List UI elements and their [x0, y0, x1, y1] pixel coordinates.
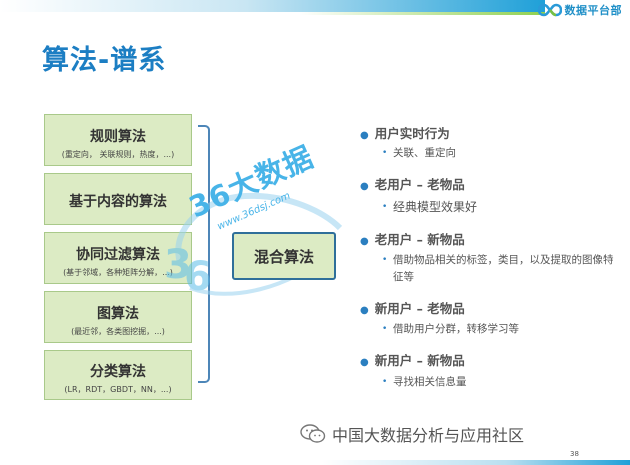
header-stripe-green: [300, 12, 545, 15]
bullet-icon: ●: [360, 357, 369, 368]
page-title: 算法-谱系: [42, 45, 167, 76]
bullet-icon: ●: [360, 305, 369, 316]
wechat-icon: [300, 424, 326, 443]
algo-box-rules: 规则算法 (重定向， 关联规则，热度，...): [44, 114, 192, 166]
scenario-detail: •经典模型效果好: [382, 200, 478, 214]
algo-name: 分类算法: [90, 364, 146, 380]
page-number: 38: [570, 450, 579, 458]
bullet-icon: •: [382, 377, 388, 387]
scenario-detail: •关联、重定向: [382, 145, 622, 162]
footer-stripe: [322, 460, 630, 465]
algo-detail: (基于邻域，各种矩阵分解，...): [63, 268, 173, 277]
svg-text:3: 3: [164, 242, 192, 288]
scenario-title: ●新用户 – 老物品: [360, 301, 465, 316]
hybrid-algorithm-box: 混合算法: [232, 232, 336, 280]
algo-name: 基于内容的算法: [69, 194, 167, 210]
algo-detail: (LR，RDT，GBDT，NN，...): [64, 385, 172, 394]
bullet-icon: ●: [360, 181, 369, 192]
logo-text: 数据平台部: [564, 4, 622, 17]
scenario-detail: •寻找相关信息量: [382, 374, 622, 391]
header-stripe-blue: [0, 0, 545, 12]
scenario-detail: •借助物品相关的标签，类目，以及提取的图像特征等: [382, 254, 614, 283]
algo-box-cf: 协同过滤算法 (基于邻域，各种矩阵分解，...): [44, 232, 192, 284]
algo-name: 规则算法: [90, 129, 146, 145]
scenario-detail: •借助用户分群，转移学习等: [382, 321, 622, 338]
scenario-title: ●老用户 – 老物品: [360, 177, 465, 192]
bullet-icon: ●: [360, 236, 369, 247]
algo-name: 图算法: [97, 306, 139, 322]
bullet-icon: •: [382, 148, 388, 158]
algo-box-graph: 图算法 (最近邻，各类图挖掘，...): [44, 291, 192, 343]
bullet-icon: ●: [360, 130, 369, 141]
footer-text: 中国大数据分析与应用社区: [332, 426, 525, 445]
grouping-bracket: [198, 125, 210, 383]
header-stripe: [0, 0, 630, 18]
infinity-logo-icon: [537, 3, 562, 17]
footer: 中国大数据分析与应用社区: [300, 422, 524, 446]
algo-name: 协同过滤算法: [76, 247, 160, 263]
bullet-icon: •: [382, 202, 388, 212]
bullet-icon: •: [382, 255, 388, 265]
algo-detail: (重定向， 关联规则，热度，...): [61, 150, 175, 159]
algo-box-content: 基于内容的算法: [44, 173, 192, 225]
svg-text:6: 6: [184, 254, 212, 300]
scenario-title: ●新用户 – 新物品: [360, 353, 465, 368]
algo-box-classification: 分类算法 (LR，RDT，GBDT，NN，...): [44, 350, 192, 400]
algo-detail: (最近邻，各类图挖掘，...): [71, 327, 165, 336]
logo: 数据平台部: [537, 1, 623, 19]
bullet-icon: •: [382, 324, 388, 334]
scenario-title: ●用户实时行为: [360, 126, 450, 141]
scenario-title: ●老用户 – 新物品: [360, 232, 465, 247]
